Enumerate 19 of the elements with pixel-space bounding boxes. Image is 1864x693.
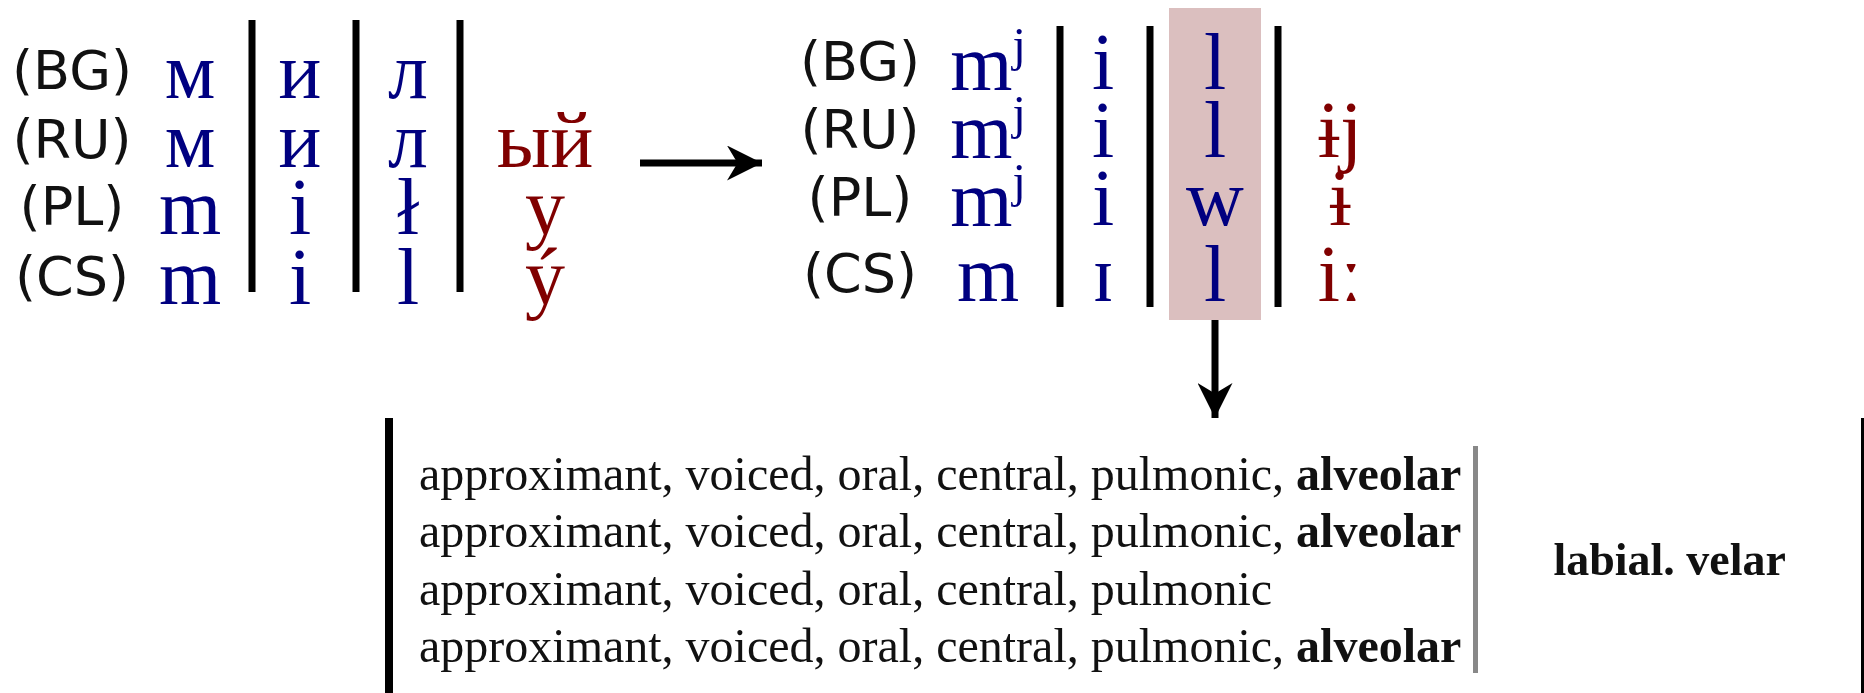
highlighted-column: [1169, 8, 1261, 320]
language-code: (RU): [12, 113, 132, 167]
language-code: (CS): [802, 247, 918, 301]
language-code: (BG): [799, 35, 921, 89]
language-code: (CS): [14, 250, 130, 304]
language-code: (BG): [11, 44, 133, 98]
feature-line: approximant, voiced, oral, central, pulmonic: [419, 560, 1274, 616]
feature-line: approximant, voiced, oral, central, pulmonic, alveolar: [419, 503, 1462, 559]
language-code: (PL): [19, 180, 125, 234]
language-code: (RU): [800, 103, 920, 157]
feature-line: approximant, voiced, oral, central, pulmonic, alveolar: [419, 446, 1462, 502]
feature-panel: [385, 418, 1864, 693]
ending-letters: iː: [1317, 234, 1363, 314]
feature-label: labial. velar: [1553, 533, 1786, 586]
feature-line: approximant, voiced, oral, central, pulmonic, alveolar: [419, 617, 1462, 673]
letter: m: [956, 234, 1020, 314]
ending-letters: ый: [496, 100, 594, 180]
language-code: (PL): [807, 171, 913, 225]
letter: л: [388, 31, 428, 111]
